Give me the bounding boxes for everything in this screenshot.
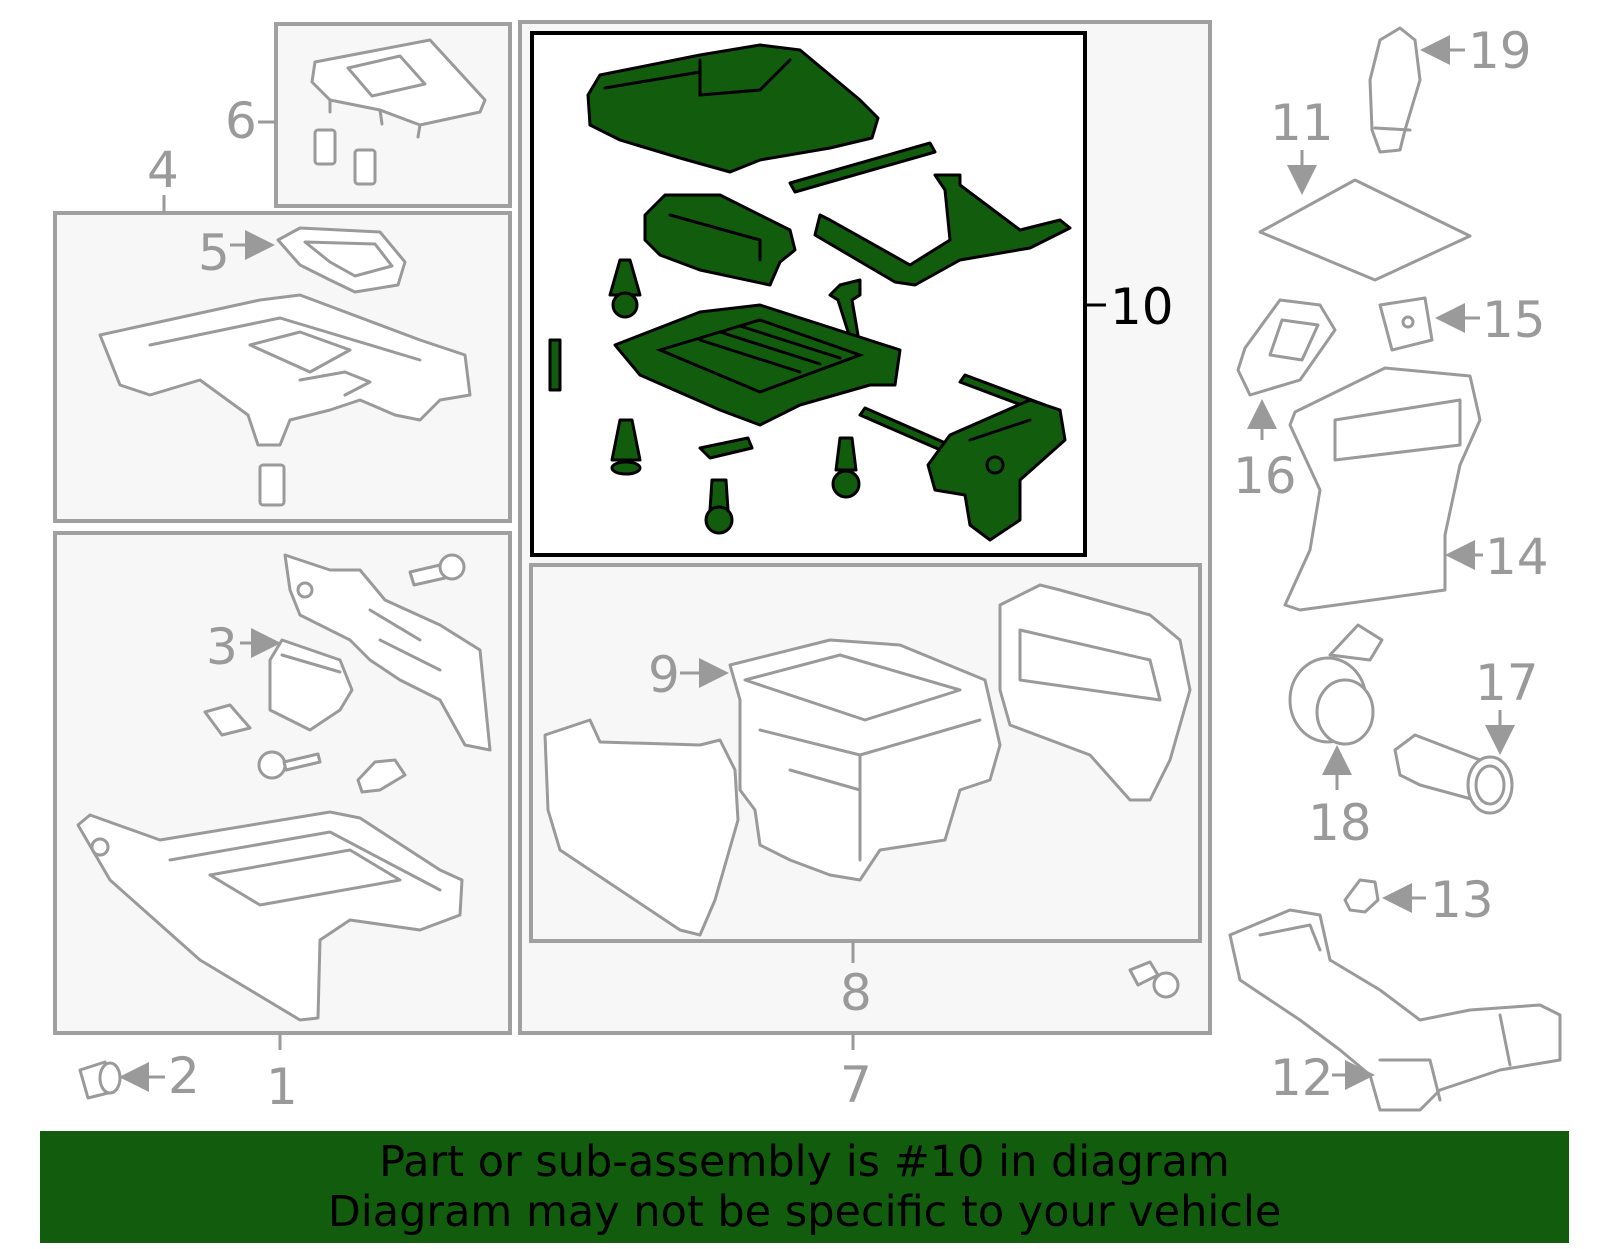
part-7-screw [1128,960,1180,999]
part-10-bracket-small [698,436,754,460]
part-6-bezel [310,38,487,139]
part-1-lower-console [76,810,464,1022]
callout-6: 6 [225,92,257,150]
callout-11: 11 [1270,94,1334,152]
callout-13: 13 [1430,871,1494,929]
part-15-switch [1378,296,1434,352]
part-4-console-panel [98,293,472,447]
part-10-latch-assembly [926,398,1067,542]
part-1-bolt [408,553,466,587]
part-10-screw-3 [610,418,642,476]
callout-7: 7 [840,1056,872,1114]
part-10-screw-4 [704,478,734,535]
callout-19: 19 [1468,22,1532,80]
part-10-base-tray [613,303,902,427]
banner-line-2: Diagram may not be specific to your vehi… [327,1187,1282,1237]
part-1-side-panel [283,553,492,752]
part-1-nut [203,703,252,737]
part-10-frame-rail [813,173,1072,287]
callout-17: 17 [1475,654,1539,712]
callout-5: 5 [198,224,230,282]
callout-9: 9 [648,646,680,704]
callout-15: 15 [1482,291,1546,349]
part-2-clip [78,1060,122,1100]
callout-1: 1 [266,1058,298,1116]
part-11-mat [1258,178,1472,282]
part-8-side-cover-right [998,583,1192,802]
part-18-socket [1288,623,1384,746]
part-1-clip-small [356,758,407,794]
banner-background [40,1131,1569,1243]
callout-10: 10 [1110,278,1174,336]
part-19-shift-knob [1368,26,1422,154]
part-10-screw-5 [831,436,861,499]
callout-14: 14 [1485,528,1549,586]
part-13-clip [1343,878,1380,914]
part-1-screw [257,750,322,780]
part-10-screw-1 [608,258,642,319]
part-8-side-cover-left [543,718,740,937]
callout-2: 2 [168,1047,200,1105]
part-12-duct [1228,908,1562,1112]
part-10-tray [643,193,797,287]
callout-18: 18 [1308,794,1372,852]
info-banner: Part or sub-assembly is #10 in diagram D… [40,1131,1569,1243]
part-9-console-box [728,638,1002,882]
part-5-trim-bezel [276,226,407,294]
part-17-lighter [1393,733,1514,815]
part-10-strip [788,141,937,194]
callout-3: 3 [206,618,238,676]
callout-16: 16 [1233,447,1297,505]
callout-4: 4 [147,141,179,199]
part-14-trim-panel [1283,366,1482,612]
part-16-vent [1236,298,1337,397]
callout-12: 12 [1270,1049,1334,1107]
group-box-1 [53,531,512,1035]
callout-8: 8 [840,964,872,1022]
part-10-armrest-lid [586,43,880,174]
part-4-clip [258,463,286,507]
part-10-clip [548,338,562,392]
banner-line-1: Part or sub-assembly is #10 in diagram [379,1137,1230,1187]
part-3-bracket [268,638,354,732]
part-6-clips [313,128,377,186]
